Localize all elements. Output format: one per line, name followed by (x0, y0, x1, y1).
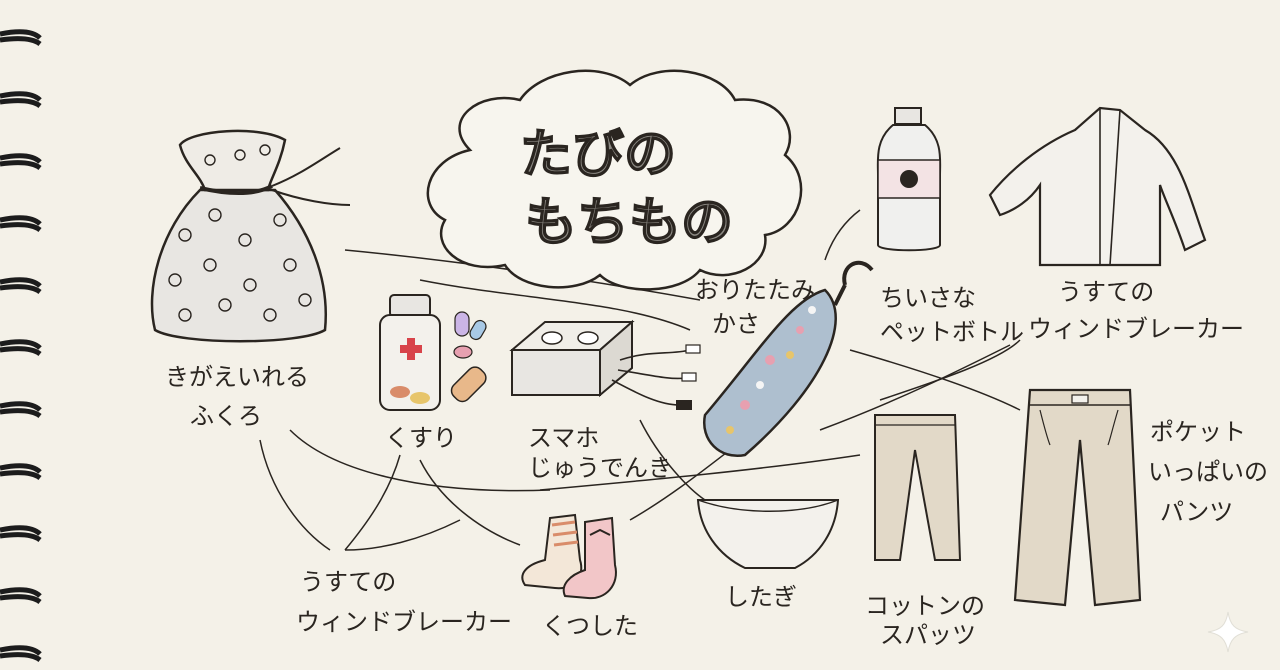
label-spats-2: スパッツ (880, 621, 976, 649)
cotton-spats (874, 414, 962, 561)
label-jacket-bottom-1: うすての (300, 568, 396, 596)
label-charger-1: スマホ (528, 424, 599, 452)
title-line-1: たびの (520, 125, 676, 185)
label-bottle-1: ちいさな (880, 284, 976, 312)
label-pants-2: いっぱいの (1148, 458, 1268, 486)
underwear (696, 499, 840, 569)
drawstring-bag (150, 129, 351, 343)
medicine-bottle (379, 294, 487, 411)
label-bag-2: ふくろ (190, 402, 262, 430)
spiral-binding-icon (0, 29, 42, 663)
label-umbrella-1: おりたたみ (695, 276, 815, 304)
label-umbrella-2: かさ (712, 310, 760, 338)
socks (521, 513, 617, 600)
label-pants-1: ポケット (1150, 418, 1246, 446)
label-bag-1: きがえいれる (165, 363, 309, 391)
label-jacket-bottom-2: ウィンドブレーカー (296, 608, 512, 636)
cargo-pants (1013, 388, 1142, 607)
label-underwear: したぎ (725, 583, 797, 611)
label-spats-1: コットンの (865, 592, 985, 620)
title-cloud: たびの もちもの (426, 69, 803, 291)
sparkle-icon (1207, 611, 1249, 653)
charger (509, 319, 701, 410)
water-bottle (876, 107, 942, 252)
folding-umbrella (702, 260, 874, 458)
label-jacket-2: ウィンドブレーカー (1028, 315, 1244, 343)
windbreaker-jacket (988, 106, 1207, 267)
label-jacket-1: うすての (1058, 278, 1154, 306)
label-pants-3: パンツ (1160, 498, 1233, 526)
label-charger-2: じゅうでんき (528, 454, 672, 482)
title-line-2: もちもの (525, 193, 733, 253)
label-socks: くつした (542, 612, 638, 640)
label-bottle-2: ペットボトル (880, 318, 1024, 346)
label-medicine: くすり (385, 424, 457, 452)
